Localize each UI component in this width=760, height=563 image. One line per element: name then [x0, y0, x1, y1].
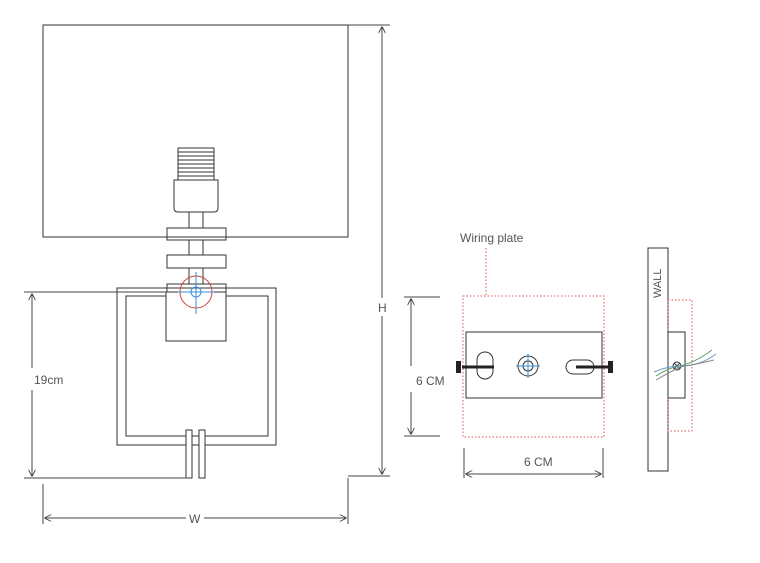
- center-crosshair: [516, 354, 540, 378]
- width-label: W: [189, 512, 201, 526]
- height-label: H: [378, 301, 387, 315]
- back-plate: [165, 291, 227, 342]
- side-plate-outline: [667, 299, 693, 432]
- wires-icon: [653, 349, 717, 381]
- left-screw-icon: [456, 361, 494, 373]
- stem-ring-upper: [166, 227, 227, 241]
- height-dimension: [348, 24, 390, 477]
- lamp-front-view: [42, 24, 349, 479]
- stem-ring-lower: [166, 254, 227, 269]
- bottom-rods: [185, 429, 206, 479]
- wiring-plate-label: Wiring plate: [460, 231, 524, 245]
- plate-height-dimension: [404, 296, 440, 437]
- bulb-socket: [173, 147, 219, 213]
- plate-width-dimension: [463, 448, 604, 478]
- plate-width-label: 6 CM: [524, 455, 553, 469]
- plate-height-label: 6 CM: [416, 374, 445, 388]
- width-dimension: [42, 478, 349, 524]
- arm-height-label: 19cm: [34, 373, 63, 387]
- arm-height-dimension: [24, 291, 188, 479]
- right-screw-icon: [576, 361, 613, 373]
- wall-label: WALL: [652, 268, 664, 298]
- lamp-shade: [42, 24, 349, 238]
- mount-target-icon: [178, 272, 214, 314]
- wiring-plate-bracket: [465, 331, 603, 399]
